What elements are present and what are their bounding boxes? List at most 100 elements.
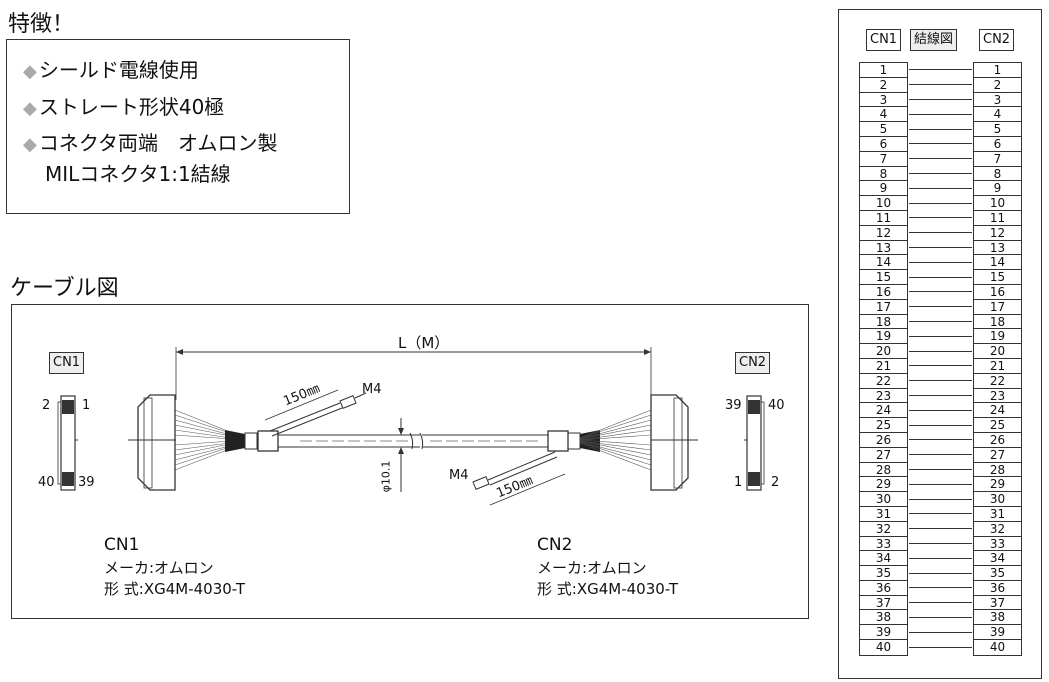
wire-line (909, 380, 972, 382)
cn1-pin-top-right: 1 (82, 398, 91, 413)
diamond-bullet-icon: ◆ (23, 98, 37, 119)
wire-line (909, 84, 972, 86)
feature-text: ストレート形状40極 (38, 95, 225, 119)
cn1-pin-cell: 7 (860, 152, 907, 167)
cn2-pin-cell: 40 (989, 640, 1006, 655)
cn1-pin-cell: 24 (860, 403, 907, 419)
wire-line (909, 395, 972, 396)
wire-line (909, 217, 972, 219)
cn2-pin-cell: 28 (974, 463, 1021, 478)
cn2-pin-cell: 10 (974, 196, 1021, 211)
wire-line (909, 572, 972, 574)
diamond-bullet-icon: ◆ (23, 134, 37, 155)
cn2-pin-cell: 6 (974, 137, 1021, 152)
wire-line (909, 202, 972, 204)
cn2-pin-cell: 19 (974, 329, 1021, 345)
cn1-pin-cell: 14 (860, 255, 907, 271)
cn1-pin-cell: 32 (860, 522, 907, 537)
cn2-pin-cell: 33 (974, 537, 1021, 552)
cn2-label: CN2 (735, 352, 771, 374)
cn1-pin-cell: 16 (860, 285, 907, 300)
cn1-pin-cell: 25 (860, 418, 907, 433)
wire-line (909, 498, 972, 500)
wire-line (909, 350, 972, 352)
feature-item: ◆ストレート形状40極 (23, 91, 224, 120)
cn1-pin-cell: 21 (860, 359, 907, 374)
cn1-pin-cell: 13 (860, 241, 907, 256)
wire-line (909, 143, 972, 145)
cn1-info-maker: メーカ:オムロン (104, 559, 214, 577)
cn1-pin-bottom-right: 39 (78, 475, 95, 490)
cn2-pin-cell: 38 (974, 610, 1021, 626)
cn1-pin-cell: 11 (860, 211, 907, 226)
cn2-pin-cell: 31 (974, 507, 1021, 522)
cn2-pin-cell: 37 (974, 596, 1021, 611)
cn1-pin-cell: 38 (860, 610, 907, 626)
cn1-pin-cell: 15 (860, 270, 907, 285)
feature-text: シールド電線使用 (38, 58, 199, 82)
features-heading: 特徴！ (8, 12, 75, 37)
cn2-pin-cell: 16 (974, 285, 1021, 300)
cn2-pin-cell: 5 (974, 122, 1021, 137)
wire-line (909, 365, 972, 367)
cn2-pin-cell: 3 (974, 93, 1021, 108)
cn2-pin-cell: 26 (974, 433, 1021, 448)
wire-line (909, 483, 972, 485)
wire-line (909, 99, 972, 100)
cn1-pin-cell: 8 (860, 167, 907, 182)
wire-line (909, 321, 972, 322)
cn1-info-name: CN1 (104, 535, 140, 555)
m4-left: M4 (362, 382, 382, 397)
cn1-pin-cell: 23 (860, 389, 907, 404)
cn2-pin-cell: 4 (974, 107, 1021, 123)
feature-continuation: MILコネクタ1:1結線 (45, 162, 231, 186)
wiring-diagram-box (838, 9, 1042, 679)
cn2-info-maker: メーカ:オムロン (537, 559, 647, 577)
cn2-pin-cell: 18 (974, 315, 1021, 330)
cn1-pin-cell: 20 (860, 344, 907, 359)
wire-line (909, 602, 972, 604)
cn1-pin-cell: 40 (875, 640, 892, 655)
wire-line (909, 128, 972, 130)
wire-line (909, 113, 972, 115)
m4-right: M4 (449, 468, 469, 483)
cn2-pin-cell: 30 (974, 492, 1021, 507)
cn1-pin-cell: 10 (860, 196, 907, 211)
cn2-pin-cell: 7 (974, 152, 1021, 167)
wire-line (909, 587, 972, 589)
cn1-pin-cell: 27 (860, 448, 907, 463)
cn1-pin-cell: 34 (860, 551, 907, 567)
cn1-pin-cell: 5 (860, 122, 907, 137)
cn2-info-name: CN2 (537, 535, 573, 555)
cn1-pin-cell: 3 (860, 93, 907, 108)
cn2-pin-cell: 35 (974, 566, 1021, 581)
cn2-pin-cell: 13 (974, 241, 1021, 256)
wire-line (909, 158, 972, 160)
cn2-pin-top-right: 40 (768, 398, 785, 413)
cable-heading: ケーブル図 (10, 276, 119, 301)
cn2-pin-cell: 9 (974, 181, 1021, 197)
wire-line (909, 335, 972, 337)
cn1-pin-cell: 26 (860, 433, 907, 448)
wire-line (909, 276, 972, 278)
cn2-pin-cell: 36 (974, 581, 1021, 596)
wiring-cn2-header: CN2 (979, 29, 1015, 51)
cn1-pin-cell: 19 (860, 329, 907, 345)
wire-line (909, 439, 972, 441)
cn2-pin-cell: 23 (974, 389, 1021, 404)
diamond-bullet-icon: ◆ (23, 61, 37, 82)
cn2-pin-cell: 14 (974, 255, 1021, 271)
cn1-pin-cell: 31 (860, 507, 907, 522)
wire-line (909, 469, 972, 470)
wire-line (909, 291, 972, 293)
cn2-pin-cell: 24 (974, 403, 1021, 419)
cn1-pin-cell: 4 (860, 107, 907, 123)
cn2-pin-cell: 12 (974, 226, 1021, 241)
wire-line (909, 557, 972, 559)
cn2-pin-cell: 8 (974, 167, 1021, 182)
wire-line (909, 424, 972, 426)
cn2-pin-cell: 34 (974, 551, 1021, 567)
cn1-pin-cell: 12 (860, 226, 907, 241)
